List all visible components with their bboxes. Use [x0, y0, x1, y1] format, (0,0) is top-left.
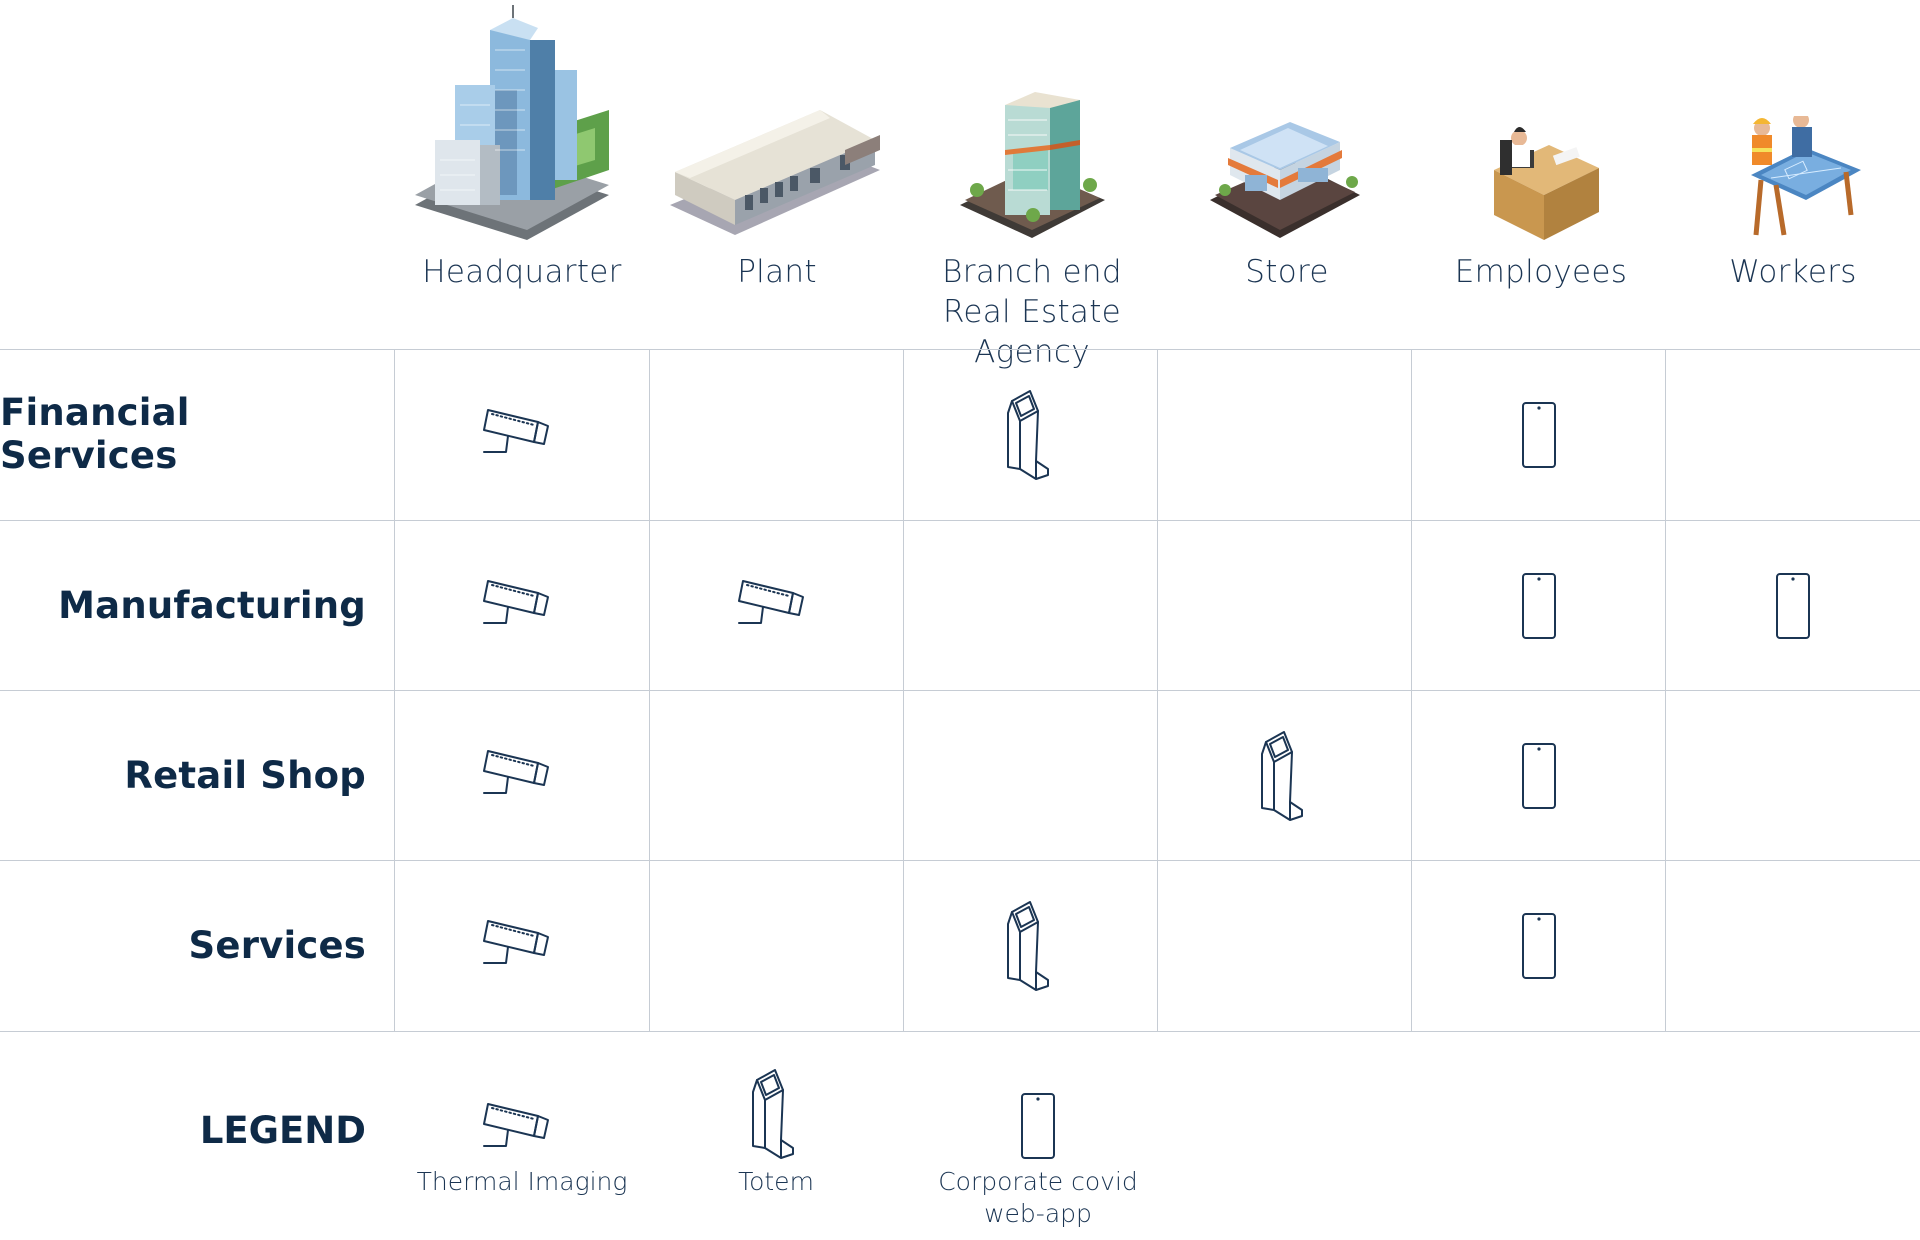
matrix-cell — [904, 861, 1158, 1031]
row-label-financial-services: Financial Services — [0, 391, 190, 477]
column-header-headquarter: Headquarter — [395, 0, 649, 345]
grid-line — [0, 349, 1920, 350]
matrix-cell — [395, 350, 649, 520]
column-header-store: Store — [1160, 0, 1414, 345]
matrix-cell — [1666, 350, 1920, 520]
thermal-camera-icon — [482, 404, 562, 466]
factory-plant-icon — [650, 0, 904, 245]
legend-label: Totem — [738, 1167, 814, 1196]
grid-line — [394, 349, 395, 1032]
row-label-services: Services — [188, 923, 366, 967]
matrix-cell — [904, 521, 1158, 691]
matrix-cell — [395, 861, 649, 1031]
legend-label: Thermal Imaging — [416, 1167, 628, 1196]
matrix-cell — [395, 521, 649, 691]
legend-item-thermal-imaging: Thermal Imaging — [392, 1070, 652, 1240]
column-label: Workers — [1729, 254, 1857, 290]
grid-line — [0, 690, 1920, 691]
grid-line — [1157, 349, 1158, 1032]
legend-item-totem: Totem — [646, 1069, 906, 1240]
column-label: Employees — [1454, 254, 1628, 290]
skyscraper-icon — [395, 0, 649, 245]
thermal-camera-icon — [482, 575, 562, 637]
store-icon — [1160, 0, 1414, 245]
smartphone-icon — [1521, 401, 1557, 469]
column-label: Plant — [737, 254, 817, 290]
column-header-branch: Branch end Real Estate Agency — [905, 0, 1159, 370]
grid-line — [903, 349, 904, 1032]
grid-line — [0, 860, 1920, 861]
smartphone-icon — [1521, 572, 1557, 640]
matrix-cell — [1158, 350, 1412, 520]
column-header-workers: Workers — [1666, 0, 1920, 345]
matrix-cell — [1412, 861, 1666, 1031]
matrix-cell — [395, 691, 649, 861]
smartphone-icon — [1521, 742, 1557, 810]
matrix-cell — [1412, 691, 1666, 861]
legend-title: LEGEND — [199, 1108, 366, 1152]
matrix-cell — [650, 691, 904, 861]
grid-line — [0, 1031, 1920, 1032]
grid-line — [1665, 349, 1666, 1032]
matrix-cell — [1666, 861, 1920, 1031]
matrix-cell — [650, 861, 904, 1031]
matrix-cell — [1158, 861, 1412, 1031]
matrix-grid: Financial Services Manufacturing Retail … — [0, 349, 1920, 1032]
column-label: Branch end Real Estate Agency — [942, 254, 1122, 370]
column-label: Headquarter — [422, 254, 622, 290]
matrix-cell — [1666, 521, 1920, 691]
totem-kiosk-icon — [1004, 900, 1058, 992]
grid-line — [649, 349, 650, 1032]
thermal-camera-icon — [482, 745, 562, 807]
grid-line — [1411, 349, 1412, 1032]
matrix-cell — [650, 350, 904, 520]
matrix-cell — [1412, 350, 1666, 520]
column-label: Store — [1245, 254, 1329, 290]
matrix-cell — [904, 691, 1158, 861]
matrix-cell — [904, 350, 1158, 520]
matrix-cell — [1158, 521, 1412, 691]
matrix-cell — [1666, 691, 1920, 861]
smartphone-icon — [1521, 912, 1557, 980]
matrix-cell — [650, 521, 904, 691]
totem-kiosk-icon — [646, 1069, 906, 1160]
thermal-camera-icon — [392, 1070, 652, 1160]
smartphone-icon — [908, 1070, 1168, 1160]
row-label-retail-shop: Retail Shop — [124, 753, 366, 797]
thermal-camera-icon — [482, 915, 562, 977]
legend-label: Corporate covid web-app — [938, 1167, 1138, 1228]
totem-kiosk-icon — [1258, 730, 1312, 822]
matrix-cell — [1412, 521, 1666, 691]
employee-desk-icon — [1414, 0, 1668, 245]
matrix-cell — [1158, 691, 1412, 861]
column-header-plant: Plant — [650, 0, 904, 345]
legend-item-corporate-web-app: Corporate covid web-app — [908, 1070, 1168, 1240]
totem-kiosk-icon — [1004, 389, 1058, 481]
grid-line — [0, 520, 1920, 521]
branch-building-icon — [905, 0, 1159, 245]
thermal-camera-icon — [737, 575, 817, 637]
smartphone-icon — [1775, 572, 1811, 640]
workers-icon — [1666, 0, 1920, 245]
row-label-manufacturing: Manufacturing — [58, 583, 366, 627]
column-header-employees: Employees — [1414, 0, 1668, 345]
